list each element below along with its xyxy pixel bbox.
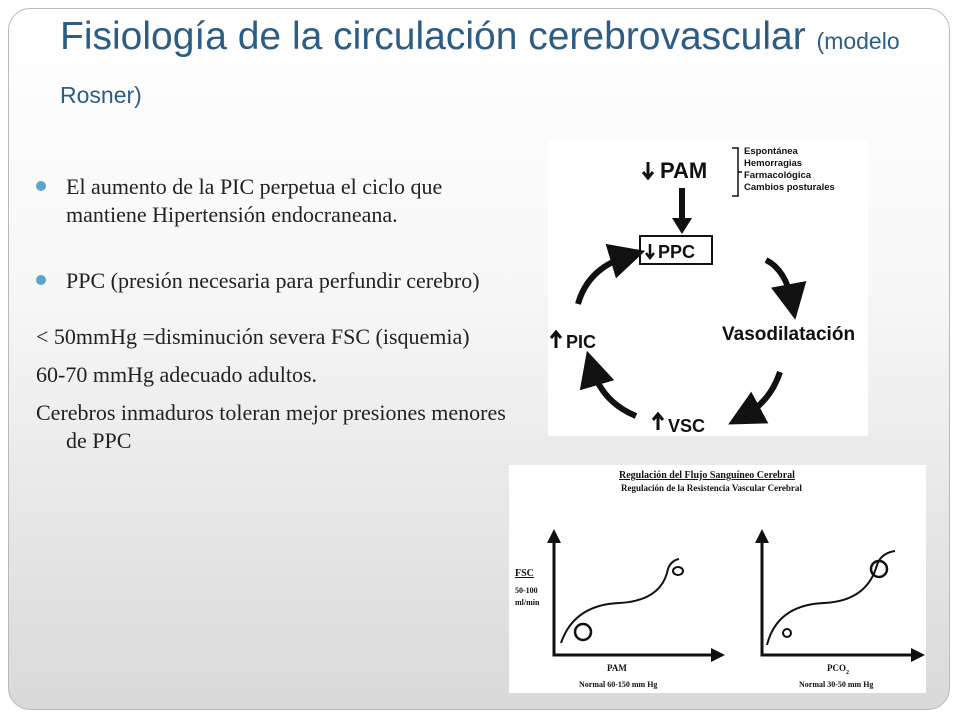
bullet-dot-icon xyxy=(36,181,46,191)
cause-label: Cambios posturales xyxy=(744,182,835,193)
cause-label: Farmacológica xyxy=(744,170,812,181)
cycle-svg: PAM Espontánea Hemorragias Farmacológica… xyxy=(549,146,855,436)
cycle-arrow xyxy=(575,243,646,305)
right-curve xyxy=(766,550,896,646)
content-text: El aumento de la PIC perpetua el ciclo q… xyxy=(36,173,506,465)
small-circle-marker xyxy=(573,622,593,642)
cause-label: Espontánea xyxy=(744,146,799,157)
regulation-svg: Regulación del Flujo Sanguíneo Cerebral … xyxy=(515,470,925,689)
bullet-text: PPC (presión necesaria para perfundir ce… xyxy=(66,268,480,293)
title-sub: (modelo Rosner) xyxy=(60,28,900,108)
pic-label: PIC xyxy=(566,332,596,352)
regulation-figure: Regulación del Flujo Sanguíneo Cerebral … xyxy=(509,465,926,693)
pco-text: PCO xyxy=(827,663,846,673)
cause-label: Hemorragias xyxy=(744,158,802,169)
rosner-cycle-diagram: PAM Espontánea Hemorragias Farmacológica… xyxy=(548,140,868,436)
bullet-item: El aumento de la PIC perpetua el ciclo q… xyxy=(36,173,506,229)
arrow-head-icon xyxy=(755,529,769,543)
circle-marker xyxy=(672,566,684,576)
title-main: Fisiología de la circulación cerebrovasc… xyxy=(60,15,806,58)
text-line: 60-70 mmHg adecuado adultos. xyxy=(36,362,318,387)
fsc-unit: ml/min xyxy=(515,598,540,607)
pco2-axis-label: PCO2 xyxy=(827,663,849,676)
down-arrow-icon xyxy=(641,162,655,181)
arrow-head-icon xyxy=(547,529,561,543)
bullet-item: PPC (presión necesaria para perfundir ce… xyxy=(36,267,506,295)
figure-subtitle: Regulación de la Resistencia Vascular Ce… xyxy=(621,483,802,493)
arrow-head-icon xyxy=(672,218,692,234)
subscript-2: 2 xyxy=(846,670,849,676)
left-normal-label: Normal 60-150 mm Hg xyxy=(579,680,657,689)
figure-title: Regulación del Flujo Sanguíneo Cerebral xyxy=(619,470,795,481)
arrow-head-icon xyxy=(911,648,925,662)
bracket xyxy=(732,147,742,197)
text-line: < 50mmHg =disminución severa FSC (isquem… xyxy=(36,324,470,349)
fsc-range: 50-100 xyxy=(515,586,538,595)
down-arrow-icon xyxy=(645,244,655,261)
pam-label: PAM xyxy=(660,158,707,183)
large-circle-marker xyxy=(869,559,889,579)
small-circle-marker xyxy=(782,628,792,638)
text-line: Cerebros inmaduros toleran mejor presion… xyxy=(36,400,506,453)
cycle-arrow xyxy=(764,257,807,320)
cycle-arrow xyxy=(728,370,783,425)
bullet-text: El aumento de la PIC perpetua el ciclo q… xyxy=(66,174,443,227)
pam-axis-label: PAM xyxy=(607,663,627,673)
ppc-label: PPC xyxy=(658,242,695,262)
fsc-label: FSC xyxy=(515,568,534,579)
vasodilatacion-label: Vasodilatación xyxy=(722,324,855,345)
up-arrow-icon xyxy=(549,329,563,348)
right-normal-label: Normal 30-50 mm Hg xyxy=(799,680,873,689)
arrow-head-icon xyxy=(711,648,725,662)
right-axes xyxy=(760,535,919,657)
cycle-arrow xyxy=(579,350,638,419)
slide-title: Fisiología de la circulación cerebrovasc… xyxy=(60,12,920,120)
left-curve xyxy=(560,558,680,644)
ppc-box xyxy=(639,235,713,265)
left-axes xyxy=(552,535,719,657)
up-arrow-icon xyxy=(651,411,665,430)
bullet-dot-icon xyxy=(36,275,46,285)
vsc-label: VSC xyxy=(668,416,705,436)
